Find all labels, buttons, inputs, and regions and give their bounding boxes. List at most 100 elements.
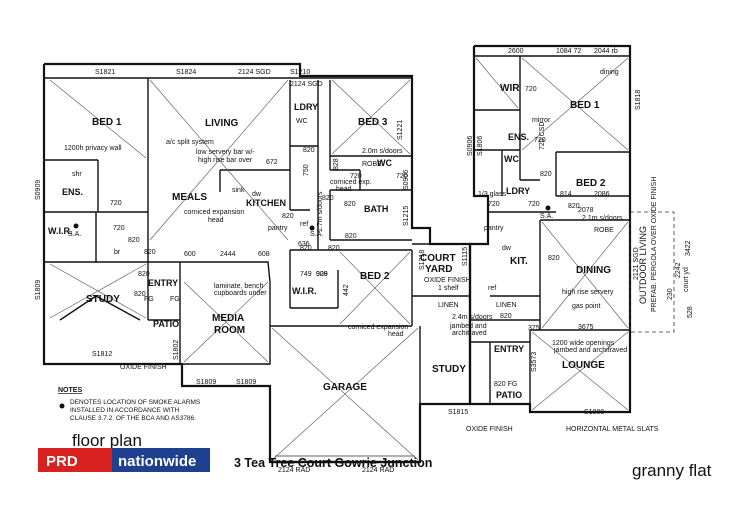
svg-text:928: 928 [316, 271, 328, 278]
svg-text:pantry: pantry [484, 225, 504, 232]
svg-text:2078: 2078 [578, 207, 594, 214]
room-kitchen: KITCHEN [246, 198, 286, 208]
study-bay [59, 295, 141, 321]
logo-nationwide: nationwide [118, 453, 196, 470]
prd-nationwide-logo: PRD nationwide [38, 448, 210, 472]
room-court: COURT [420, 253, 456, 264]
svg-text:820: 820 [540, 171, 552, 178]
room-ldry: LDRY [294, 102, 318, 112]
svg-text:ref: ref [488, 285, 496, 292]
room-living: LIVING [205, 118, 239, 129]
smoke-alarm-markers [59, 205, 551, 409]
svg-text:600: 600 [184, 251, 196, 258]
svg-text:dining: dining [600, 69, 619, 76]
svg-text:720: 720 [488, 201, 500, 208]
main-house-walls [42, 62, 472, 464]
svg-text:820: 820 [568, 203, 580, 210]
room-wc: WC [377, 158, 392, 168]
svg-text:2124 RAD: 2124 RAD [278, 467, 310, 474]
notes-block: NOTES DENOTES LOCATION OF SMOKE ALARMS I… [58, 387, 201, 422]
svg-text:S.A.: S.A. [540, 213, 553, 220]
svg-text:3675: 3675 [578, 324, 594, 331]
svg-text:720 CSD: 720 CSD [539, 122, 546, 150]
room-bed3: BED 3 [358, 117, 388, 128]
svg-text:low servery bar w/-: low servery bar w/- [196, 149, 255, 156]
svg-text:ROBE: ROBE [362, 161, 382, 168]
svg-text:720: 720 [113, 225, 125, 232]
room-bed2: BED 2 [360, 271, 390, 282]
svg-text:S1824: S1824 [176, 69, 196, 76]
logo-prd: PRD [46, 453, 78, 470]
svg-text:2086: 2086 [594, 191, 610, 198]
svg-text:2124 RAD: 2124 RAD [362, 467, 394, 474]
svg-text:608: 608 [258, 251, 270, 258]
svg-text:1200 wide openings: 1200 wide openings [552, 340, 615, 347]
svg-text:S1215: S1215 [403, 206, 410, 226]
svg-text:S1221: S1221 [397, 120, 404, 140]
granny-flat-labels: WIR BED 1 ENS. WC LDRY BED 2 KIT. DINING… [432, 48, 694, 433]
svg-text:1 shelf: 1 shelf [438, 285, 459, 292]
svg-text:head: head [336, 186, 352, 193]
svg-text:2.0m s/doors: 2.0m s/doors [362, 148, 403, 155]
room-bed1: BED 1 [92, 117, 122, 128]
ceiling-diagonals [49, 79, 419, 461]
svg-text:S3573: S3573 [531, 352, 538, 372]
svg-text:720: 720 [396, 173, 408, 180]
room-meals: MEALS [172, 192, 207, 203]
room-ens: ENS. [62, 187, 83, 197]
svg-text:750: 750 [303, 164, 310, 176]
svg-text:528: 528 [687, 306, 694, 318]
svg-text:820 FG: 820 FG [494, 381, 517, 388]
granny-room-ens: ENS. [508, 132, 529, 142]
svg-text:WC: WC [296, 118, 308, 125]
svg-text:shr: shr [72, 171, 82, 178]
svg-text:820: 820 [548, 255, 560, 262]
svg-text:S1802: S1802 [173, 340, 180, 360]
notes-line-3: CLAUSE 3.7.2. OF THE BCA AND AS3786. [70, 415, 196, 422]
svg-text:230: 230 [667, 288, 674, 300]
svg-text:OXIDE FINISH: OXIDE FINISH [466, 426, 513, 433]
granny-room-ldry: LDRY [506, 186, 530, 196]
svg-text:820: 820 [500, 313, 512, 320]
svg-text:820: 820 [128, 237, 140, 244]
svg-text:S1812: S1812 [92, 351, 112, 358]
svg-text:720: 720 [528, 201, 540, 208]
room-bath: BATH [364, 204, 388, 214]
svg-text:1200h privacy wall: 1200h privacy wall [64, 145, 122, 152]
room-study: STUDY [86, 294, 120, 305]
svg-text:S1809: S1809 [584, 409, 604, 416]
svg-text:S.A.: S.A. [310, 231, 323, 238]
granny-room-wir: WIR [500, 83, 520, 94]
room-wir: W.I.R. [48, 226, 73, 236]
svg-text:375: 375 [528, 325, 540, 332]
caption-granny-flat: granny flat [632, 461, 712, 480]
svg-text:672: 672 [266, 159, 278, 166]
svg-text:S1821: S1821 [95, 69, 115, 76]
granny-room-kit: KIT. [510, 256, 528, 267]
svg-text:749: 749 [300, 271, 312, 278]
granny-room-entry: ENTRY [494, 344, 524, 354]
svg-text:S1809: S1809 [35, 280, 42, 300]
svg-text:OXIDE FINISH: OXIDE FINISH [120, 364, 167, 371]
svg-text:909: 909 [316, 271, 328, 278]
svg-text:2444: 2444 [220, 251, 236, 258]
svg-text:corniced expansion: corniced expansion [348, 324, 408, 331]
svg-text:820: 820 [134, 291, 146, 298]
svg-text:820: 820 [144, 249, 156, 256]
svg-text:2.1m s/doors: 2.1m s/doors [582, 215, 623, 222]
svg-text:S1806: S1806 [477, 136, 484, 156]
svg-text:FG: FG [144, 296, 154, 303]
svg-text:architraved: architraved [452, 330, 487, 337]
svg-text:head: head [388, 331, 404, 338]
svg-text:jambed and: jambed and [449, 323, 487, 330]
granny-room-bed2: BED 2 [576, 178, 606, 189]
notes-line-1: DENOTES LOCATION OF SMOKE ALARMS [70, 399, 201, 406]
svg-text:S1809: S1809 [236, 379, 256, 386]
svg-text:1.7m s/doors: 1.7m s/doors [317, 191, 324, 232]
svg-text:1084 72: 1084 72 [556, 48, 581, 55]
room-wir2: W.I.R. [292, 286, 317, 296]
granny-diagonals [475, 57, 629, 411]
svg-text:S0906: S0906 [403, 170, 410, 190]
svg-text:ROBE: ROBE [594, 227, 614, 234]
